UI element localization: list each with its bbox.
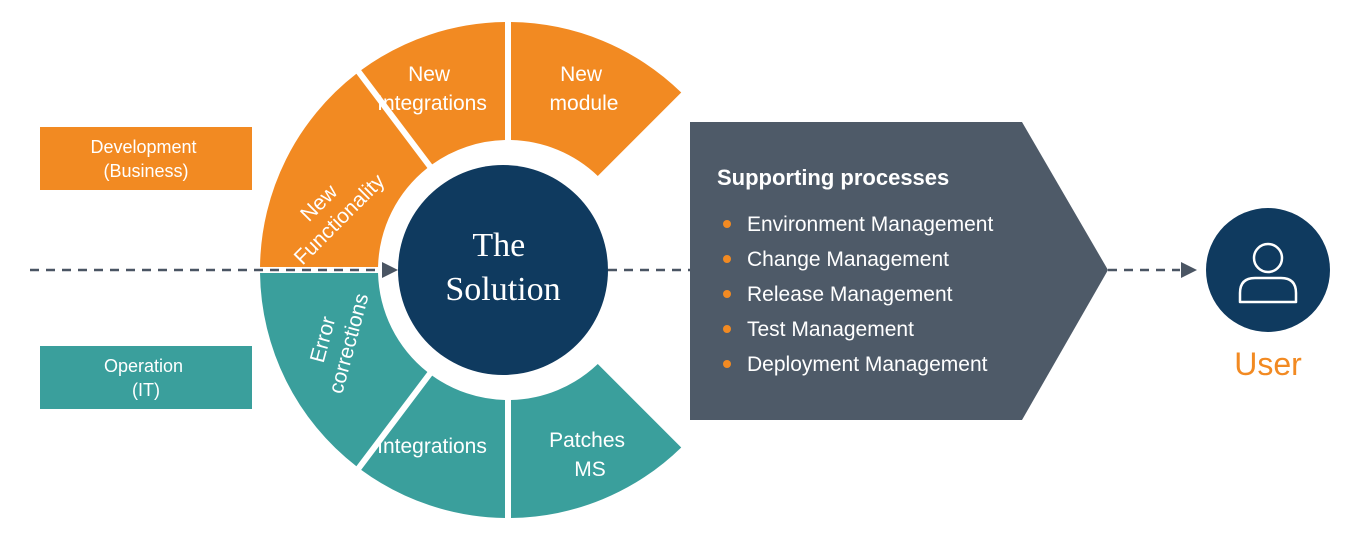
segment-error-corrections <box>260 272 428 467</box>
list-bullet <box>723 360 731 368</box>
flow-arrow-to-user <box>1181 262 1197 278</box>
supporting-processes-title: Supporting processes <box>717 165 949 190</box>
flow-arrow-into-solution <box>382 262 398 278</box>
user-avatar <box>1206 208 1330 332</box>
segment-new-functionality <box>260 73 428 268</box>
user-icon <box>1238 242 1298 304</box>
solution-label: The Solution <box>445 227 560 308</box>
list-bullet <box>723 220 731 228</box>
supporting-processes-list: Environment Management Change Management… <box>723 213 993 376</box>
flow-line <box>30 262 1197 278</box>
integrations-label: Integrations <box>377 435 487 458</box>
patches-ms-label: Patches MS <box>549 429 631 481</box>
segment-new-module <box>510 22 682 176</box>
list-bullet <box>723 325 731 333</box>
solution-circle <box>398 165 608 375</box>
segment-patches-ms <box>510 364 682 518</box>
list-item: Deployment Management <box>747 353 988 376</box>
segment-new-integrations <box>361 22 506 165</box>
supporting-processes-panel <box>690 122 1108 420</box>
operation-label: Operation (IT) <box>104 356 188 400</box>
operation-box <box>40 346 252 409</box>
development-box <box>40 127 252 190</box>
segment-integrations <box>361 375 506 518</box>
new-integrations-label: New Integrations <box>377 63 487 115</box>
list-item: Environment Management <box>747 213 993 236</box>
user-label: User <box>1234 346 1302 382</box>
new-module-label: New module <box>550 63 619 115</box>
list-item: Test Management <box>747 318 914 341</box>
development-label: Development (Business) <box>90 137 201 181</box>
list-item: Release Management <box>747 283 953 306</box>
list-item: Change Management <box>747 248 949 271</box>
wheel <box>260 22 682 518</box>
list-bullet <box>723 290 731 298</box>
list-bullet <box>723 255 731 263</box>
